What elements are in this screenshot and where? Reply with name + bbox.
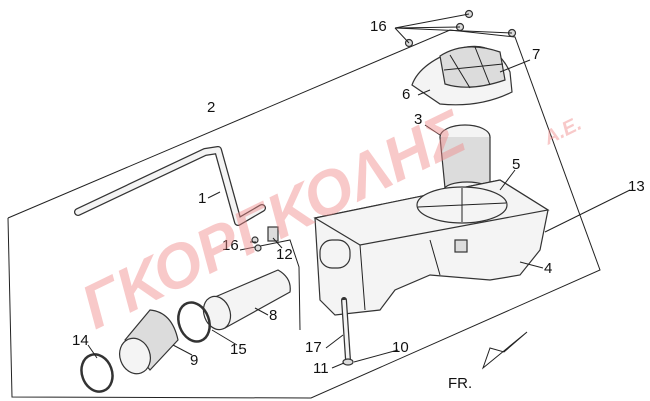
clamp-part-15 xyxy=(177,301,211,343)
air-box-part-4 xyxy=(313,179,550,316)
side-screw xyxy=(254,244,262,252)
bracket-part-12 xyxy=(267,226,279,242)
callout-13: 13 xyxy=(628,178,645,195)
callout-10: 10 xyxy=(392,339,409,356)
callout-14: 14 xyxy=(72,332,89,349)
callout-4: 4 xyxy=(544,260,552,277)
air-cleaner-cover-part-7 xyxy=(411,45,513,106)
callout-11: 11 xyxy=(313,360,329,377)
callout-6: 6 xyxy=(402,86,410,103)
callout-15: 15 xyxy=(230,341,247,358)
callout-8: 8 xyxy=(269,307,277,324)
front-direction-arrow xyxy=(481,331,528,370)
drain-tube-part-17 xyxy=(341,297,354,366)
callout-12: 12 xyxy=(276,246,293,263)
leader-lines xyxy=(87,13,631,369)
callout-2: 2 xyxy=(207,99,215,116)
callout-1: 1 xyxy=(198,190,206,207)
callout-17: 17 xyxy=(305,339,322,356)
callout-9: 9 xyxy=(190,352,198,369)
front-label: FR. xyxy=(448,375,472,392)
callout-3: 3 xyxy=(414,111,422,128)
callout-5: 5 xyxy=(512,156,520,173)
callout-16-side: 16 xyxy=(222,237,239,254)
inner-frame xyxy=(239,239,301,331)
clamp-part-14 xyxy=(80,353,114,393)
breather-hose-part-1 xyxy=(74,146,266,226)
outlet-port xyxy=(319,239,351,269)
watermark-suffix: A.E. xyxy=(540,113,586,150)
connecting-tube-part-9 xyxy=(119,309,179,375)
callout-7: 7 xyxy=(532,46,540,63)
callout-16-top: 16 xyxy=(370,18,387,35)
